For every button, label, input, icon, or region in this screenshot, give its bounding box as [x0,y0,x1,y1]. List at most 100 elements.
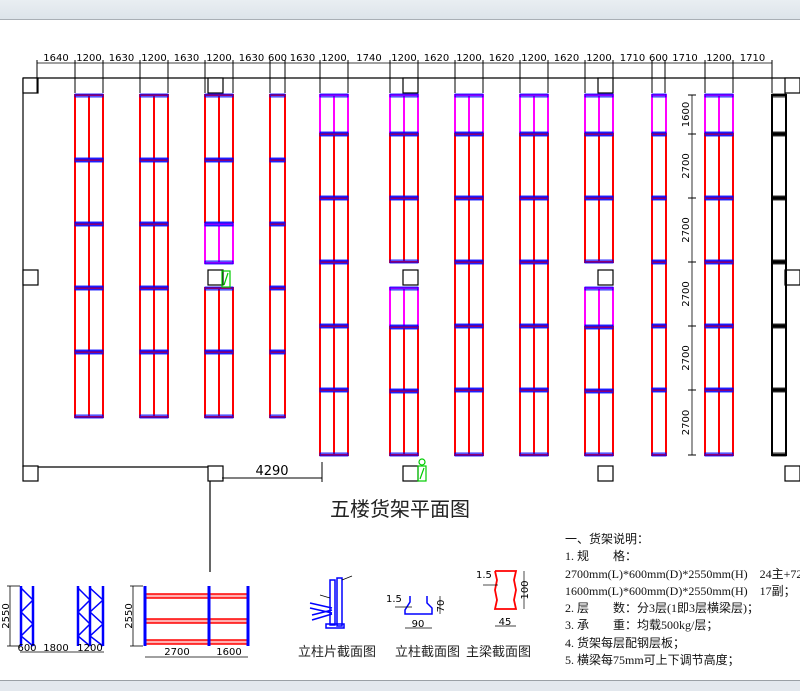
rack-bay-1600 [389,94,405,135]
frame-end [269,286,286,291]
top-dim-label: 1200 [706,53,731,64]
frame-end [204,350,234,355]
rack-bay-1600 [598,287,614,328]
building-column [22,269,39,286]
rack-bay-2700 [598,197,614,263]
rack-bay-1600 [403,287,419,328]
frame-end [454,324,484,329]
top-dim-label: 1630 [109,53,134,64]
frame-end [319,196,349,201]
rack-bay-2700 [389,390,405,456]
building-column [784,269,800,286]
rack-bay-2700 [651,325,667,391]
frame-end [74,158,104,163]
frame-end [319,93,349,98]
frame-end [584,452,614,457]
building-columns [22,77,800,482]
frame-end [651,388,667,393]
top-dim-label: 1740 [356,53,381,64]
building-column [402,77,419,94]
rack-bay-2700 [454,261,470,327]
frame-end [319,388,349,393]
beam-height-label: 2550 [124,603,135,628]
rack-bay-2700 [704,261,720,327]
viewer-statusbar [0,680,800,691]
upright-depth-label: 70 [436,600,447,613]
right-dim-label: 1600 [681,102,692,127]
rack-bay-2700 [704,197,720,263]
drawing-title: 五楼货架平面图 [330,499,470,521]
frame-end [584,93,614,98]
rack-bay-2700 [139,94,155,161]
rack-bay-2700 [718,389,734,456]
rack-bay-1600 [389,287,405,328]
frame-end [454,132,484,137]
rack-bay-2700 [218,287,234,353]
frame-end [519,260,549,265]
beam-section-width-label: 45 [499,617,512,628]
rack-bay-2700 [651,261,667,327]
frame-end [771,132,787,137]
frame-width-label: 1200 [77,643,102,654]
beam-elevation [143,586,250,646]
rack-bay-1600 [718,94,734,135]
frame-end [454,452,484,457]
rack-bay-2700 [333,197,349,263]
note-line: 3. 承 重：均载500kg/层； [565,618,719,633]
rack-bay-2700 [139,223,155,289]
frame-end [74,93,104,98]
rack-bay-2700 [389,326,405,392]
rack-bay-2700 [403,390,419,456]
frame-end [651,452,667,457]
frame-end [389,132,419,137]
rack-bay-1600 [704,94,720,135]
frame-end [389,325,419,330]
rack-bay-2700 [519,197,535,263]
rack-bay-2700 [88,287,104,353]
frame-end [771,324,787,329]
rack-bay-2700 [403,133,419,199]
top-dim-label: 1200 [321,53,346,64]
rack-bay-2700 [718,261,734,327]
rack-row-2 [139,93,169,419]
frame-end [204,414,234,419]
frame-height-label: 2550 [1,603,12,628]
rack-bay-1600 [584,94,600,135]
rack-bay-1600 [319,94,335,135]
beam-section-height-label: 100 [520,580,531,599]
rack-bay-2700 [218,94,234,161]
rack-bay-2700 [204,159,220,225]
frame-end [454,260,484,265]
rack-bay-2700 [468,133,484,199]
building-column [597,77,614,94]
frame-end [204,158,234,163]
frame-end [139,414,169,419]
rack-bay-2700 [218,351,234,418]
frame-end [389,259,419,264]
rack-bay-2700 [598,133,614,199]
rack-bay-2700 [468,325,484,391]
building-column [784,465,800,482]
rack-bay-1600 [651,94,667,135]
top-dim-label: 1200 [456,53,481,64]
frame-end [139,222,169,227]
rack-bay-2700 [319,325,335,391]
frame-end [204,93,234,98]
frame-end [319,452,349,457]
frame-end [519,132,549,137]
caption-upright-section: 立柱截面图 [395,644,461,659]
rack-bay-2700 [771,197,787,263]
frame-end [651,260,667,265]
top-dim-label: 1630 [290,53,315,64]
frame-end [389,93,419,98]
rack-bay-2700 [333,389,349,456]
rack-bay-2700 [651,133,667,199]
frame-end [771,93,787,98]
rack-row-12 [771,93,787,457]
rack-bay-2700 [533,325,549,391]
rack-bay-2700 [319,133,335,199]
frame-end [389,452,419,457]
rack-bay-2700 [403,326,419,392]
frame-end [389,196,419,201]
